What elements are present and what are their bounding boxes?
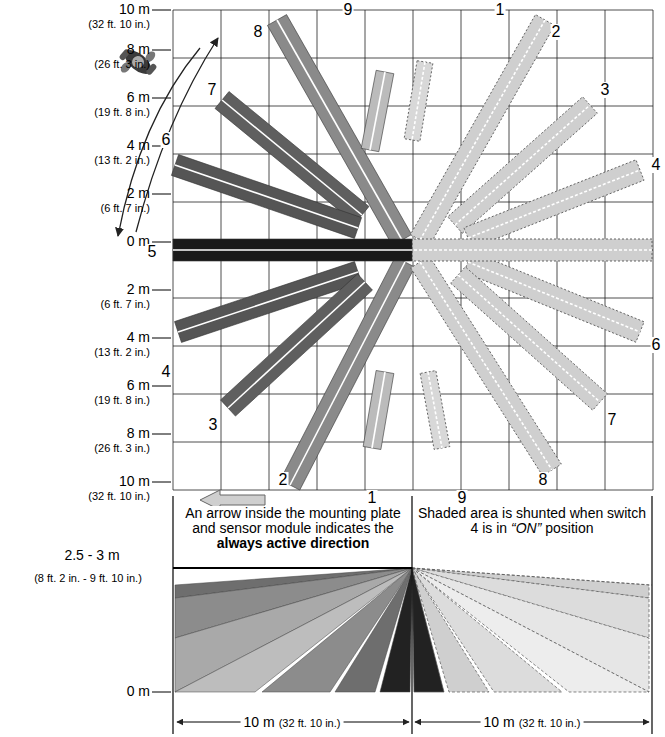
dimension-feet: (32 ft. 10 in.) bbox=[519, 717, 581, 729]
axis-distance-feet: (6 ft. 7 in.) bbox=[100, 298, 150, 310]
axis-distance: 10 m bbox=[119, 474, 150, 489]
zone-number: 4 bbox=[651, 157, 662, 173]
zone-number: 1 bbox=[495, 2, 506, 18]
zone-number: 1 bbox=[367, 490, 378, 506]
axis-distance: 10 m bbox=[119, 2, 150, 17]
axis-distance: 8 m bbox=[127, 42, 150, 57]
note-text: position bbox=[545, 520, 593, 536]
ground-level: 0 m bbox=[127, 684, 150, 699]
width-dimension: 10 m (32 ft. 10 in.) bbox=[241, 713, 344, 731]
axis-distance-feet: (19 ft. 8 in.) bbox=[94, 394, 150, 406]
axis-distance: 2 m bbox=[127, 282, 150, 297]
zone-number: 8 bbox=[253, 24, 264, 40]
dimension-lines bbox=[152, 10, 652, 734]
mount-height: 2.5 - 3 m bbox=[64, 548, 119, 563]
axis-distance-feet: (13 ft. 2 in.) bbox=[94, 154, 150, 166]
dimension-metric: 10 m bbox=[244, 714, 275, 730]
note-text: always active direction bbox=[217, 535, 370, 551]
zone-number: 6 bbox=[161, 132, 172, 148]
zone-number: 3 bbox=[208, 417, 219, 433]
axis-distance: 4 m bbox=[127, 138, 150, 153]
axis-distance: 4 m bbox=[127, 330, 150, 345]
axis-distance: 8 m bbox=[127, 426, 150, 441]
zone-number: 9 bbox=[343, 2, 354, 18]
detection-beams bbox=[171, 15, 652, 490]
mount-height-feet: (8 ft. 2 in. - 9 ft. 10 in.) bbox=[34, 572, 142, 584]
zone-number: 7 bbox=[607, 412, 618, 428]
axis-distance-feet: (32 ft. 10 in.) bbox=[88, 490, 150, 502]
direction-note: An arrow inside the mounting plate and s… bbox=[178, 506, 408, 551]
note-text: “ON” bbox=[511, 520, 541, 536]
axis-distance-feet: (13 ft. 2 in.) bbox=[94, 346, 150, 358]
dimension-metric: 10 m bbox=[484, 714, 515, 730]
axis-distance: 6 m bbox=[127, 378, 150, 393]
axis-distance-feet: (6 ft. 7 in.) bbox=[100, 202, 150, 214]
zone-number: 7 bbox=[207, 82, 218, 98]
axis-distance-feet: (19 ft. 8 in.) bbox=[94, 106, 150, 118]
zone-number: 8 bbox=[538, 472, 549, 488]
zone-number: 6 bbox=[651, 337, 662, 353]
axis-distance: 2 m bbox=[127, 186, 150, 201]
shunt-note: Shaded area is shunted when switch 4 is … bbox=[417, 506, 647, 536]
floor-grid bbox=[173, 10, 653, 490]
axis-distance: 6 m bbox=[127, 90, 150, 105]
dimension-feet: (32 ft. 10 in.) bbox=[279, 717, 341, 729]
zone-number: 5 bbox=[147, 244, 158, 260]
axis-distance-feet: (26 ft. 3 in.) bbox=[94, 442, 150, 454]
axis-distance-feet: (26 ft. 3 in.) bbox=[94, 58, 150, 70]
zone-number: 4 bbox=[161, 364, 172, 380]
zone-number: 2 bbox=[551, 24, 562, 40]
note-text: An arrow inside the mounting plate and s… bbox=[185, 505, 401, 536]
zone-number: 9 bbox=[457, 490, 468, 506]
axis-distance-feet: (32 ft. 10 in.) bbox=[88, 18, 150, 30]
zone-number: 2 bbox=[278, 472, 289, 488]
width-dimension: 10 m (32 ft. 10 in.) bbox=[481, 713, 584, 731]
zone-number: 3 bbox=[600, 82, 611, 98]
